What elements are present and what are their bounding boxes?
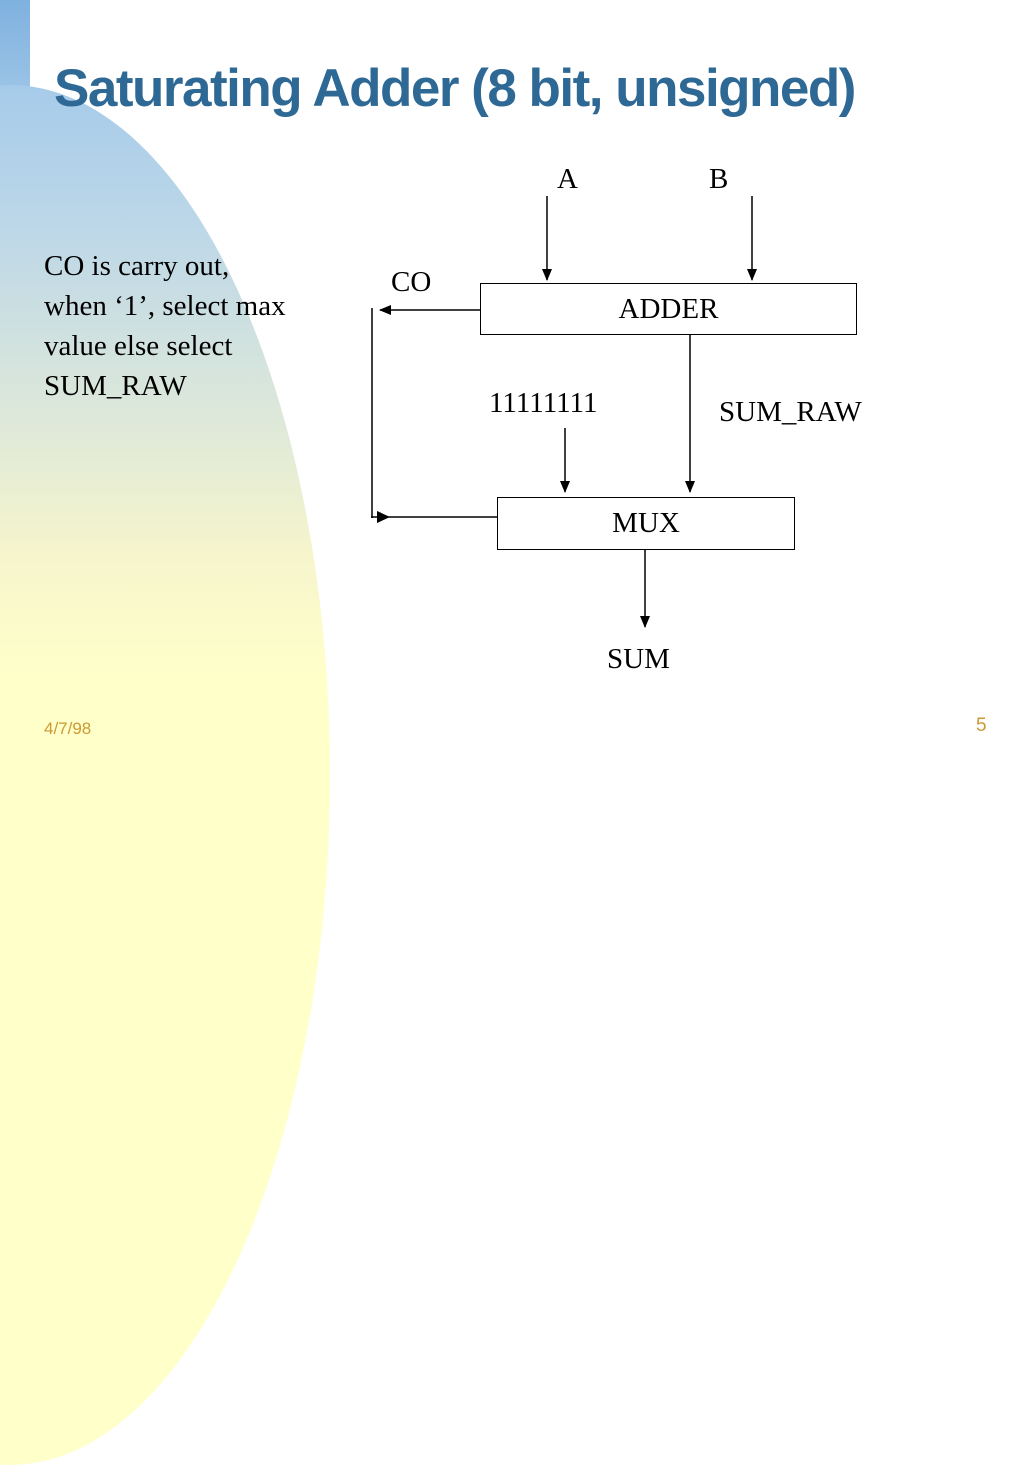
label-input-a: A <box>557 163 578 195</box>
note-line: when ‘1’, select max <box>44 290 286 322</box>
label-sum-raw: SUM_RAW <box>719 396 862 428</box>
mux-block-label: MUX <box>612 507 680 539</box>
note-line: CO is carry out, <box>44 250 230 282</box>
note-line: SUM_RAW <box>44 370 187 402</box>
adder-block-label: ADDER <box>618 292 719 325</box>
page-number: 5 <box>976 715 987 736</box>
arrowhead-co-to-mux <box>377 511 390 523</box>
label-sum: SUM <box>607 643 670 675</box>
footer-date: 4/7/98 <box>44 719 92 738</box>
note-text: CO is carry out, when ‘1’, select max va… <box>44 246 286 406</box>
slide-title: Saturating Adder (8 bit, unsigned) <box>54 59 856 118</box>
slide: { "colors": { "title": "#2E6894", "foote… <box>0 0 987 1465</box>
note-line: value else select <box>44 330 233 362</box>
label-carry-out: CO <box>391 266 432 298</box>
mux-block: MUX <box>497 497 795 550</box>
adder-block: ADDER <box>480 283 857 335</box>
label-max-value: 11111111 <box>489 387 598 419</box>
label-input-b: B <box>709 163 729 195</box>
